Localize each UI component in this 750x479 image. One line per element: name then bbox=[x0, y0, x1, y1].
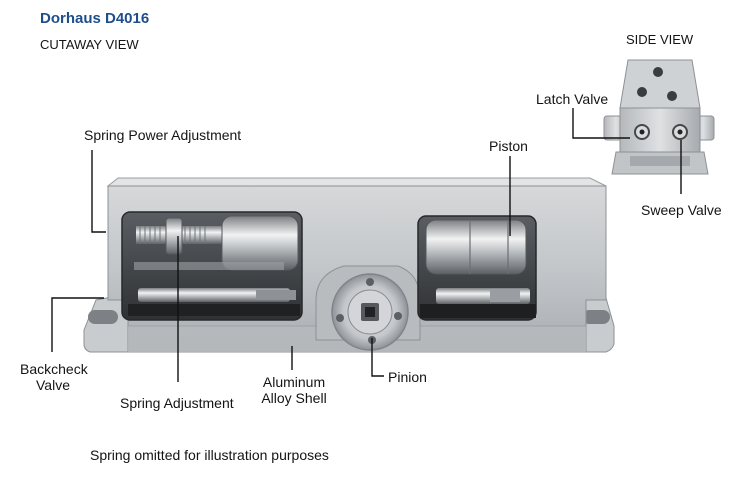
label-spring-power-adjustment: Spring Power Adjustment bbox=[84, 127, 242, 143]
leader-pinion bbox=[371, 338, 384, 377]
label-backcheck-valve: Backcheck Valve bbox=[20, 361, 88, 393]
leader-backcheck-valve bbox=[51, 297, 104, 352]
label-latch-valve: Latch Valve bbox=[536, 91, 609, 107]
label-aluminum-line2: Alloy Shell bbox=[261, 390, 327, 406]
label-spring-adjustment: Spring Adjustment bbox=[120, 395, 234, 411]
label-aluminum-line1: Aluminum bbox=[262, 374, 326, 390]
label-backcheck-line1: Backcheck bbox=[20, 361, 88, 377]
side-view-illustration bbox=[603, 59, 715, 175]
footnote: Spring omitted for illustration purposes bbox=[90, 447, 329, 463]
leader-lines bbox=[51, 108, 682, 382]
side-view-heading: SIDE VIEW bbox=[626, 32, 694, 47]
label-aluminum-alloy-shell: Aluminum Alloy Shell bbox=[252, 374, 336, 406]
page-title: Dorhaus D4016 bbox=[40, 10, 150, 27]
right-cavity bbox=[417, 215, 537, 321]
left-cavity bbox=[121, 211, 303, 321]
label-backcheck-line2: Valve bbox=[36, 377, 70, 393]
cutaway-view-heading: CUTAWAY VIEW bbox=[40, 37, 139, 52]
leader-latch-valve bbox=[572, 108, 630, 139]
pinion bbox=[315, 265, 421, 351]
label-pinion: Pinion bbox=[388, 369, 427, 385]
leader-spring-power-adjustment bbox=[91, 150, 106, 233]
label-sweep-valve: Sweep Valve bbox=[641, 202, 722, 218]
label-piston: Piston bbox=[489, 138, 528, 154]
